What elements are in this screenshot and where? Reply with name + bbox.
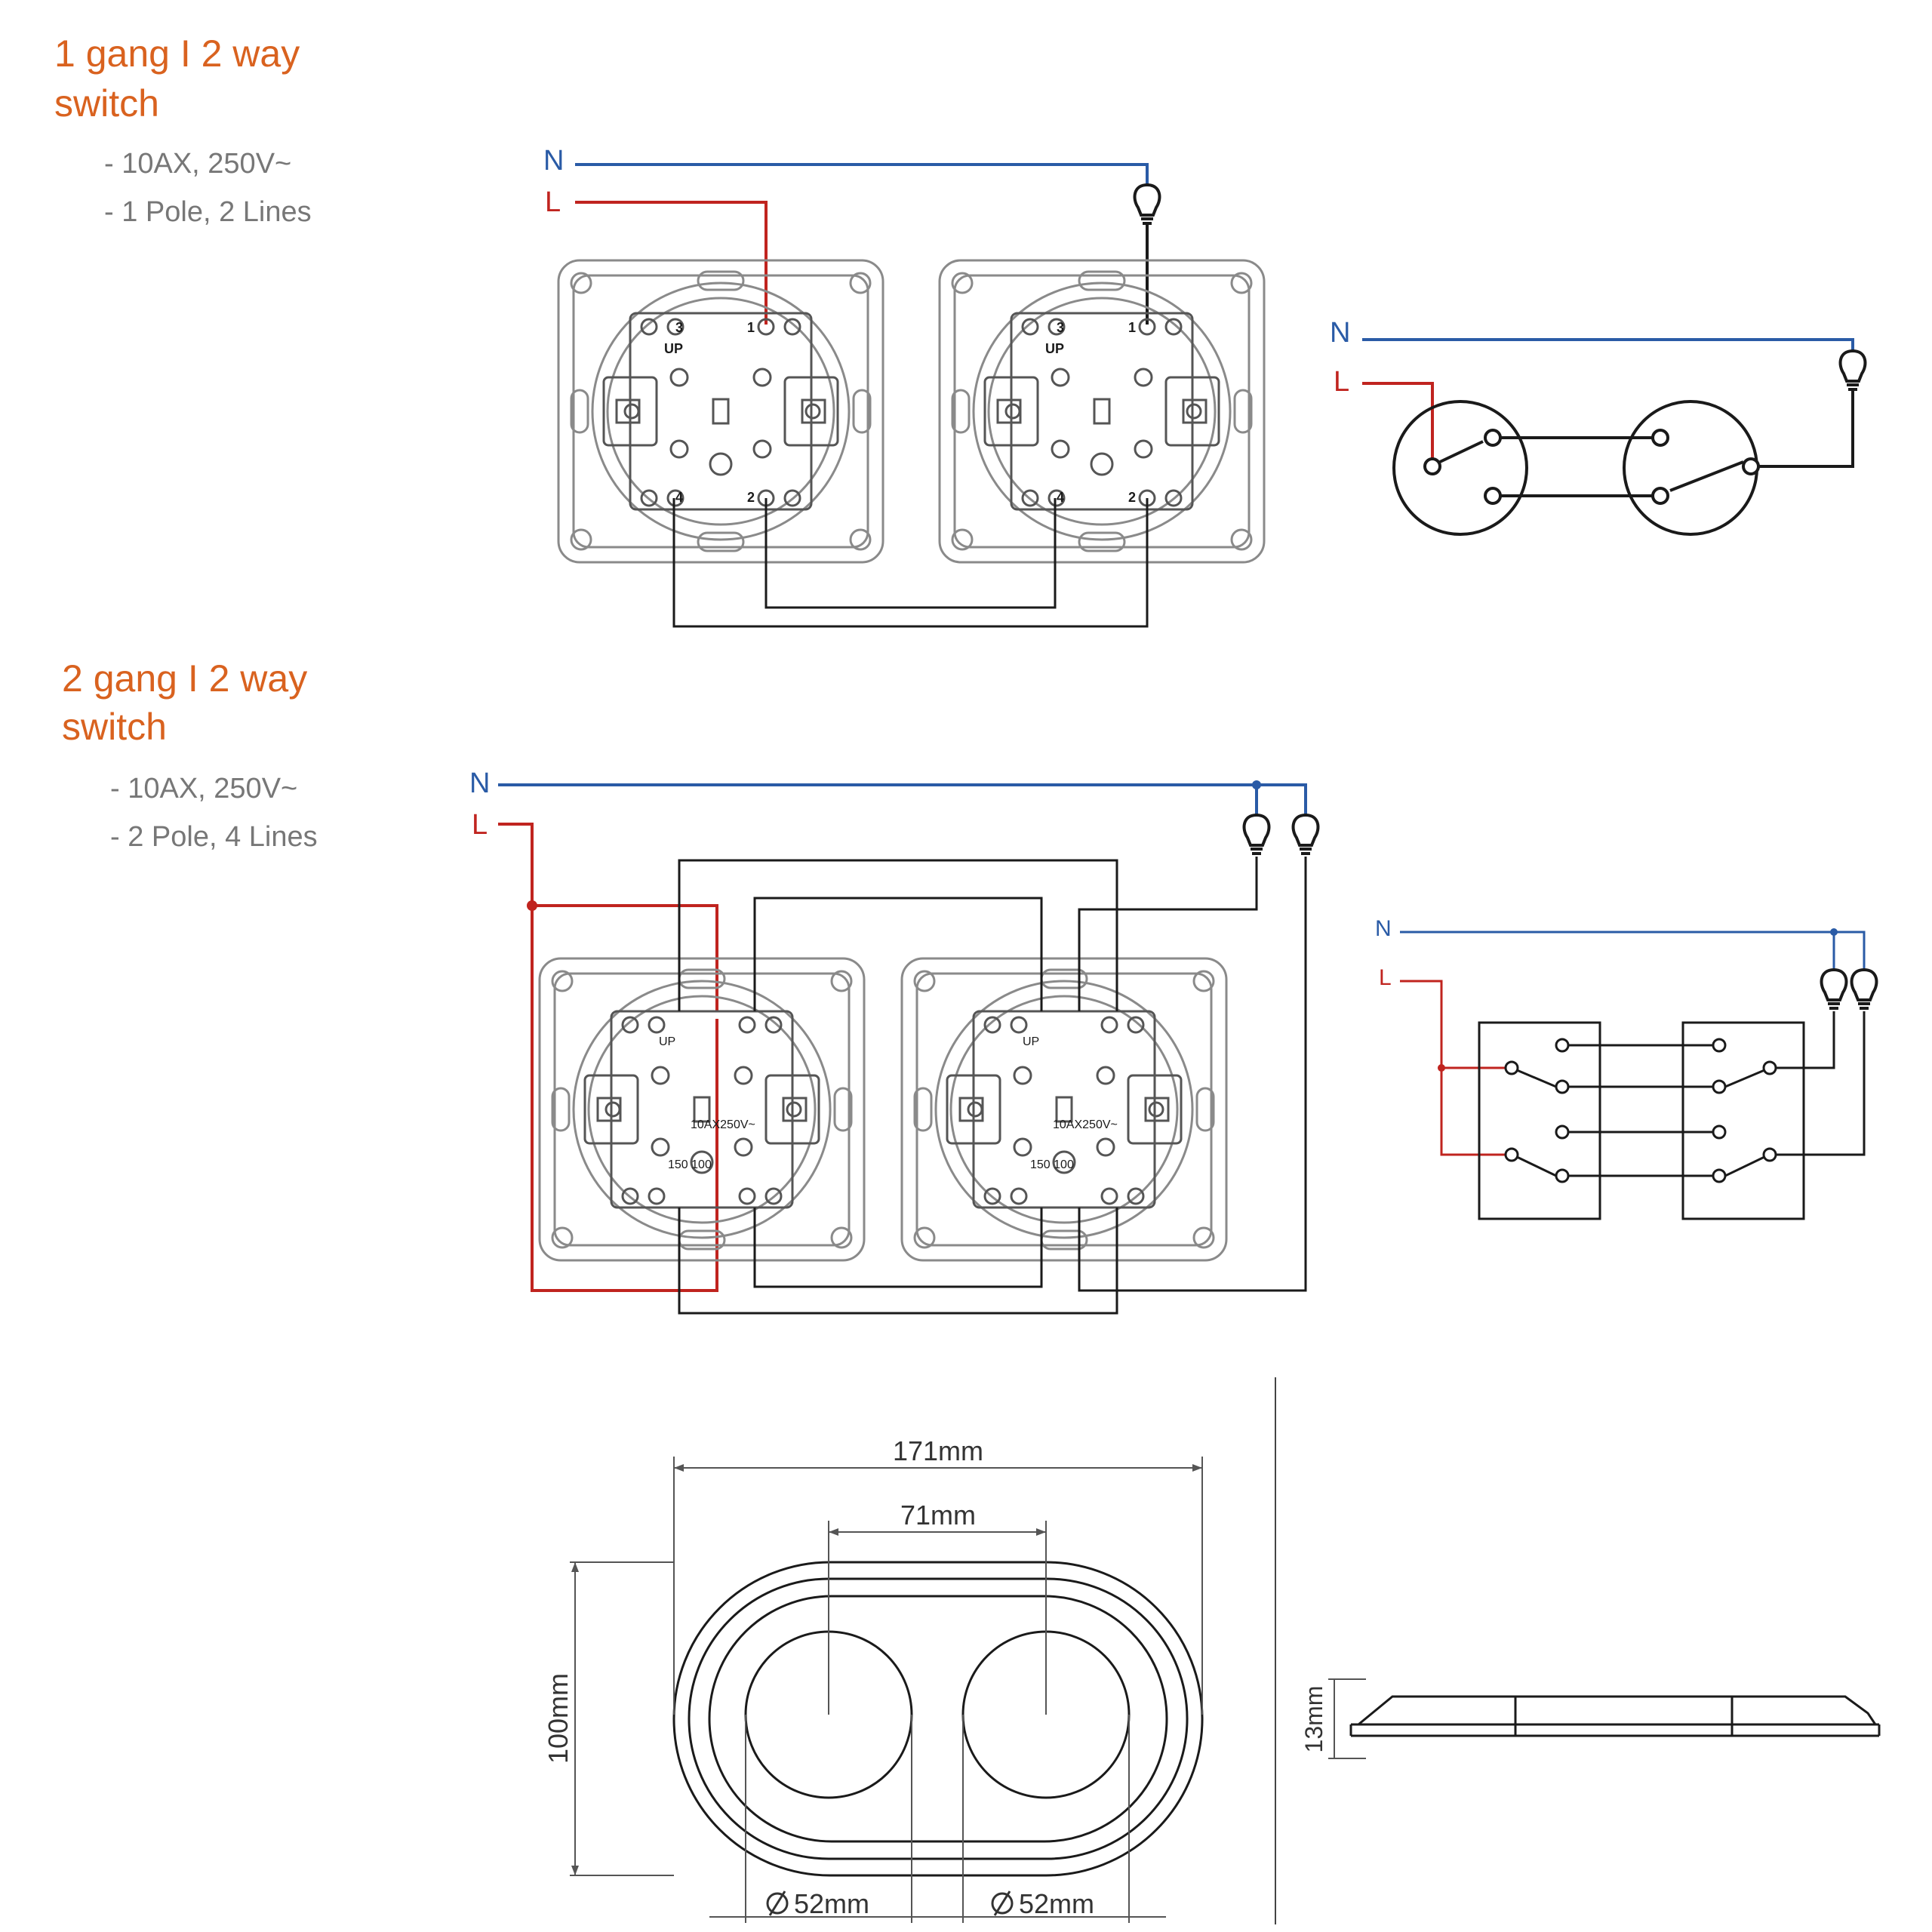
section2-traveler-wire-b <box>753 897 1043 1011</box>
section1-left-terminal-4: 4 <box>675 490 683 505</box>
diameter-icon <box>766 1892 789 1915</box>
section1-title-line2: switch <box>54 82 159 125</box>
section2-schematic-switch-right <box>1681 1021 1805 1220</box>
dimension-drawing: 171mm 71mm 100mm 52mm 52mm 13mm <box>543 1377 1881 1924</box>
section2-lamp-2-return <box>1078 857 1307 1292</box>
section1-schematic-neutral <box>1362 338 1854 355</box>
dimension-center-distance: 71mm <box>900 1500 976 1531</box>
section1-left-terminal-2: 2 <box>747 490 755 505</box>
section2-traveler-wire-c <box>678 1208 1118 1315</box>
section2-live-wire <box>498 823 718 1292</box>
dimension-opening-left: 52mm <box>794 1888 869 1919</box>
section1-wiring: N L 3 1 UP 4 2 3 1 UP 4 2 N L <box>543 145 1867 628</box>
section1-neutral-wire <box>575 163 1149 185</box>
section1-left-terminal-1: 1 <box>747 320 755 335</box>
dimension-depth: 13mm <box>1300 1686 1327 1753</box>
section2-schematic-live-label: L <box>1379 965 1392 990</box>
section2-spec-poles: - 2 Pole, 4 Lines <box>110 821 318 853</box>
section2-wiring: N L UP 10AX250V~ 150 100 UP 10AX250V~ 15… <box>469 768 1878 1315</box>
section1-schematic-live <box>1362 382 1434 464</box>
dimension-opening-right-group: 52mm <box>991 1888 1094 1919</box>
section1-title-line1: 1 gang I 2 way <box>54 32 300 75</box>
section2-traveler-wire-a <box>678 859 1118 1011</box>
section1-right-up-label: UP <box>1045 341 1064 356</box>
frame-outline <box>672 1561 1204 1877</box>
section2-neutral-label: N <box>469 768 490 799</box>
section1-schematic-switch-right <box>1623 400 1758 536</box>
section2-right-rating-label: 10AX250V~ <box>1053 1118 1118 1131</box>
dimension-opening-right: 52mm <box>1019 1888 1094 1919</box>
section2-neutral-wire <box>498 783 1307 815</box>
section2-schematic-lamp-2-icon <box>1850 968 1878 1010</box>
section1-schematic-live-label: L <box>1334 366 1349 398</box>
dimension-opening-left-group: 52mm <box>766 1888 869 1919</box>
section2-live-branch <box>532 904 718 1011</box>
section1-live-label: L <box>545 186 561 218</box>
section2-schematic-neutral <box>1400 931 1866 977</box>
section2-lamp-1-icon <box>1242 814 1271 855</box>
section1-lamp-icon <box>1133 183 1161 225</box>
section2-schematic-switch-left <box>1478 1021 1601 1220</box>
section2-left-rating-label: 10AX250V~ <box>691 1118 755 1131</box>
section1-schematic-lamp-return <box>1751 391 1854 468</box>
section2-live-label: L <box>472 809 488 841</box>
section1-schematic-switch-left <box>1392 400 1528 536</box>
section1-right-terminal-3: 3 <box>1057 320 1064 335</box>
section1-schematic-lamp-icon <box>1838 349 1867 391</box>
section2-left-code-label: 150 100 <box>668 1158 712 1171</box>
section2-title-line1: 2 gang I 2 way <box>62 657 308 700</box>
section1-right-terminal-4: 4 <box>1057 490 1064 505</box>
section1-left-terminal-3: 3 <box>675 320 683 335</box>
section2-lamp-2-icon <box>1291 814 1320 855</box>
diameter-icon <box>991 1892 1014 1915</box>
dimension-height: 100mm <box>543 1673 574 1764</box>
section1-traveler-wire-outer <box>672 498 1149 628</box>
section2-spec-rating: - 10AX, 250V~ <box>110 773 298 804</box>
section1-neutral-label: N <box>543 145 564 177</box>
section1-spec-rating: - 10AX, 250V~ <box>104 148 292 180</box>
section1-left-up-label: UP <box>664 341 683 356</box>
section1-right-terminal-2: 2 <box>1128 490 1136 505</box>
section2-lamp-1-return <box>1078 857 1258 1011</box>
section1-right-switch-module <box>938 259 1266 564</box>
section2-title-line2: switch <box>62 706 167 748</box>
frame-side-view <box>1349 1695 1881 1737</box>
section2-left-up-label: UP <box>659 1035 675 1048</box>
section2-traveler-wire-d <box>753 1208 1043 1288</box>
section2-left-switch-module <box>538 957 866 1262</box>
section1-spec-poles: - 1 Pole, 2 Lines <box>104 196 312 228</box>
dimension-overall-width: 171mm <box>893 1435 983 1466</box>
section2-schematic-lamp-1-icon <box>1820 968 1848 1010</box>
section1-schematic-neutral-label: N <box>1330 317 1350 349</box>
section1-right-terminal-1: 1 <box>1128 320 1136 335</box>
section1-traveler-wire-inner <box>764 498 1057 609</box>
section2-right-switch-module <box>900 957 1228 1262</box>
section2-right-up-label: UP <box>1023 1035 1039 1048</box>
section1-live-wire <box>575 201 768 325</box>
section2-right-code-label: 150 100 <box>1030 1158 1074 1171</box>
section2-schematic-neutral-label: N <box>1375 916 1392 941</box>
section1-left-switch-module <box>557 259 884 564</box>
